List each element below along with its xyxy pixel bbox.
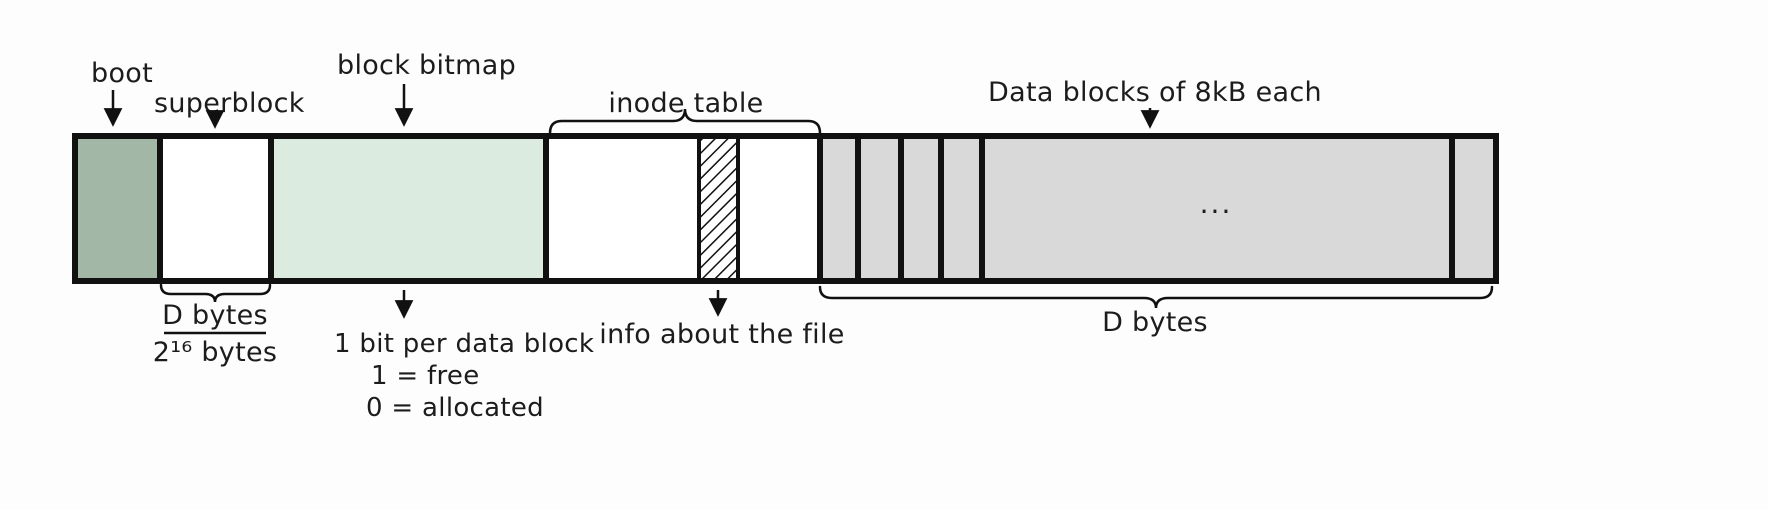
- data-blocks-label: Data blocks of 8kB each: [988, 77, 1322, 108]
- boot-block: [78, 139, 160, 278]
- bitmap-note-line3: 0 = allocated: [366, 393, 544, 423]
- superblock-size-brace: [159, 283, 272, 303]
- disk-bar-outline: [72, 133, 1499, 284]
- data-blocks-segment: [820, 139, 1493, 278]
- inode-entry-hatched: [699, 139, 738, 278]
- bottom-annotations: D bytes 2¹⁶ bytes 1 bit per data block 1…: [153, 283, 1494, 423]
- bitmap-note-line2: 1 = free: [371, 361, 480, 391]
- disk-bar: ...: [72, 133, 1499, 284]
- inode-info-label: info about the file: [599, 319, 844, 350]
- data-size-brace: [818, 285, 1494, 309]
- bitmap-note-line1: 1 bit per data block: [334, 329, 594, 359]
- superblock-size-denominator: 2¹⁶ bytes: [153, 337, 278, 368]
- superblock-size-numerator: D bytes: [162, 300, 268, 331]
- inode-table-segment: [546, 139, 820, 278]
- top-annotations: boot superblock block bitmap inode table…: [91, 50, 1322, 135]
- superblock-label: superblock: [154, 88, 305, 119]
- inode-table-brace: [548, 108, 822, 135]
- data-size-label: D bytes: [1102, 307, 1208, 338]
- boot-label: boot: [91, 58, 153, 89]
- data-ellipsis: ...: [1200, 187, 1233, 220]
- superblock-segment: [160, 139, 271, 278]
- block-bitmap-segment: [271, 139, 546, 278]
- block-bitmap-label: block bitmap: [337, 50, 516, 81]
